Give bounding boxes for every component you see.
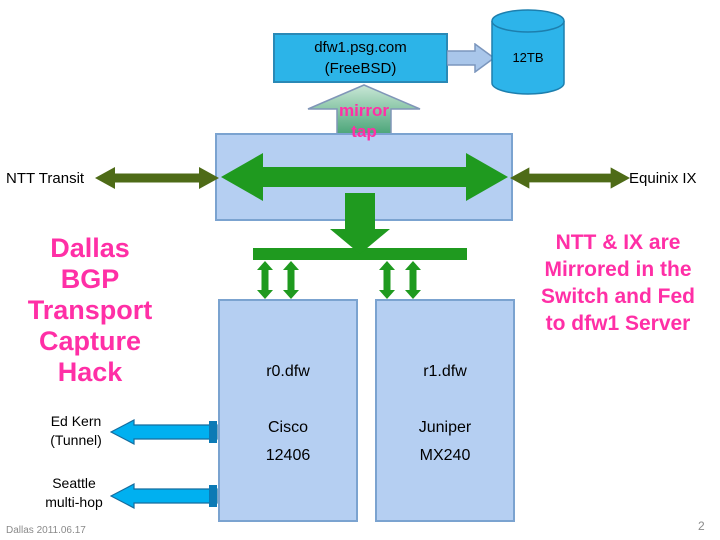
router-box-r1: r1.dfw Juniper MX240 (375, 299, 515, 522)
page-number: 2 (698, 519, 705, 533)
note-line: to dfw1 Server (545, 312, 691, 335)
title-line: Transport (27, 295, 153, 325)
server-os: (FreeBSD) (324, 60, 397, 77)
link-drop-arrow-icon (405, 261, 421, 299)
router-r1-name: r1.dfw (423, 363, 467, 380)
router-r1-vendor: Juniper (418, 419, 472, 436)
note-line: Mirrored in the (544, 258, 692, 281)
switch-double-arrow-icon (221, 153, 508, 201)
router-r0-vendor: Cisco (267, 419, 308, 436)
mirror-tap-line2: tap (351, 122, 377, 141)
server-box: dfw1.psg.com (FreeBSD) (273, 33, 448, 83)
link-drop-arrow-icon (283, 261, 299, 299)
link-drop-arrow-icon (257, 261, 273, 299)
footer-date: Dallas 2011.06.17 (6, 525, 86, 536)
mirror-tap-label: mirror tap (318, 100, 410, 142)
seattle-line2: multi-hop (45, 494, 103, 510)
router-r1-model: MX240 (419, 447, 471, 464)
storage-cylinder-icon (491, 9, 565, 95)
seattle-label: Seattle multi-hop (28, 474, 120, 512)
ed-kern-line1: Ed Kern (50, 413, 102, 429)
title-line: BGP (60, 264, 120, 294)
router-r0-model: 12406 (265, 447, 311, 464)
title-line: Capture (38, 326, 141, 356)
mirror-note: NTT & IX are Mirrored in the Switch and … (518, 229, 718, 337)
ed-kern-line2: (Tunnel) (50, 432, 102, 448)
server-hostname: dfw1.psg.com (314, 39, 407, 56)
ntt-transit-arrow-icon (95, 167, 219, 189)
ed-kern-tunnel-arrow-icon (110, 419, 218, 445)
equinix-ix-label: Equinix IX (629, 170, 697, 187)
title-line: Dallas (50, 233, 130, 263)
ed-kern-label: Ed Kern (Tunnel) (35, 412, 117, 450)
seattle-line1: Seattle (52, 475, 96, 491)
router-box-r0: r0.dfw Cisco 12406 (218, 299, 358, 522)
note-line: NTT & IX are (555, 231, 681, 254)
server-to-storage-arrow-icon (447, 43, 495, 73)
mirror-tap-line1: mirror (338, 101, 390, 120)
title-line: Hack (57, 357, 123, 387)
slide-title: Dallas BGP Transport Capture Hack (5, 233, 175, 388)
router-r0-name: r0.dfw (266, 363, 310, 380)
note-line: Switch and Fed (540, 285, 695, 308)
link-drop-arrow-icon (379, 261, 395, 299)
trunk-down-arrow-icon (330, 193, 390, 254)
ntt-transit-label: NTT Transit (6, 170, 85, 187)
seattle-multihop-arrow-icon (110, 483, 218, 509)
equinix-ix-arrow-icon (510, 167, 630, 189)
storage-label: 12TB (512, 50, 544, 65)
